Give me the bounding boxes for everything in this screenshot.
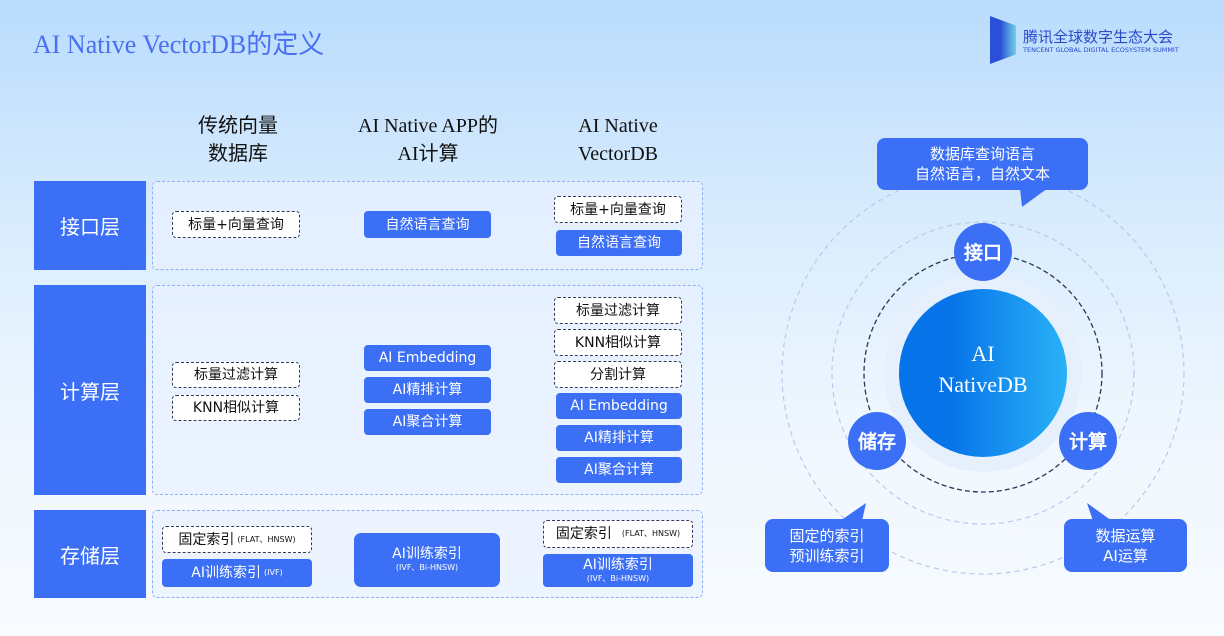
node-storage — [848, 412, 906, 470]
core-label-line1: AI — [971, 341, 994, 366]
chip-ai-rerank: AI精排计算 — [364, 377, 491, 403]
bubble-left-tail — [840, 503, 866, 521]
chip-ai-trained-index: AI训练索引(IVF) — [162, 559, 312, 587]
chip-fixed-index: 固定索引(FLAT、HNSW) — [543, 520, 693, 548]
row-label-storage: 存储层 — [34, 510, 146, 598]
chip-ai-aggregate: AI聚合计算 — [556, 457, 682, 483]
chip-ai-aggregate: AI聚合计算 — [364, 409, 491, 435]
core-circle — [899, 289, 1067, 457]
chip-ai-embedding: AI Embedding — [364, 345, 491, 371]
node-storage-label: 储存 — [858, 430, 896, 453]
row-label-interface: 接口层 — [34, 181, 146, 270]
node-compute-label: 计算 — [1069, 430, 1107, 453]
logo-text-en: TENCENT GLOBAL DIGITAL ECOSYSTEM SUMMIT — [1023, 46, 1179, 54]
node-compute — [1059, 412, 1117, 470]
column-header-traditional: 传统向量数据库 — [198, 115, 278, 165]
chip-natural-language-query: 自然语言查询 — [364, 211, 491, 238]
chip-ai-rerank: AI精排计算 — [556, 425, 682, 451]
chip-scalar-filter: 标量过滤计算 — [172, 362, 300, 388]
tencent-summit-logo: 腾讯全球数字生态大会 TENCENT GLOBAL DIGITAL ECOSYS… — [990, 16, 1190, 66]
chip-ai-trained-index: AI训练索引(IVF、Bi-HNSW) — [543, 554, 693, 587]
bubble-top-tail — [1020, 188, 1048, 207]
logo-text-cn: 腾讯全球数字生态大会 — [1023, 28, 1174, 46]
row-label-compute: 计算层 — [34, 285, 146, 495]
middle-ring — [831, 221, 1135, 525]
node-interface-label: 接口 — [964, 242, 1002, 264]
bubble-storage: 固定的索引预训练索引 — [765, 519, 889, 572]
page-title: AI Native VectorDB的定义 — [33, 30, 325, 59]
chip-knn: KNN相似计算 — [172, 395, 300, 421]
chip-ai-embedding: AI Embedding — [556, 393, 682, 419]
chip-scalar-filter: 标量过滤计算 — [554, 297, 682, 324]
core-label-line2: NativeDB — [938, 372, 1027, 397]
chip-natural-language-query: 自然语言查询 — [556, 230, 682, 256]
chip-fixed-index: 固定索引(FLAT、HNSW) — [162, 526, 312, 553]
chip-ai-trained-index: AI训练索引(IVF、Bi-HNSW) — [354, 533, 500, 587]
chip-scalar-vector-query: 标量+向量查询 — [172, 211, 300, 238]
chip-scalar-vector-query: 标量+向量查询 — [554, 196, 682, 223]
bubble-right-tail — [1087, 503, 1112, 521]
chip-knn: KNN相似计算 — [554, 329, 682, 356]
bubble-interface: 数据库查询语言自然语言，自然文本 — [877, 138, 1088, 190]
chip-split: 分割计算 — [554, 361, 682, 388]
node-interface — [954, 223, 1012, 281]
